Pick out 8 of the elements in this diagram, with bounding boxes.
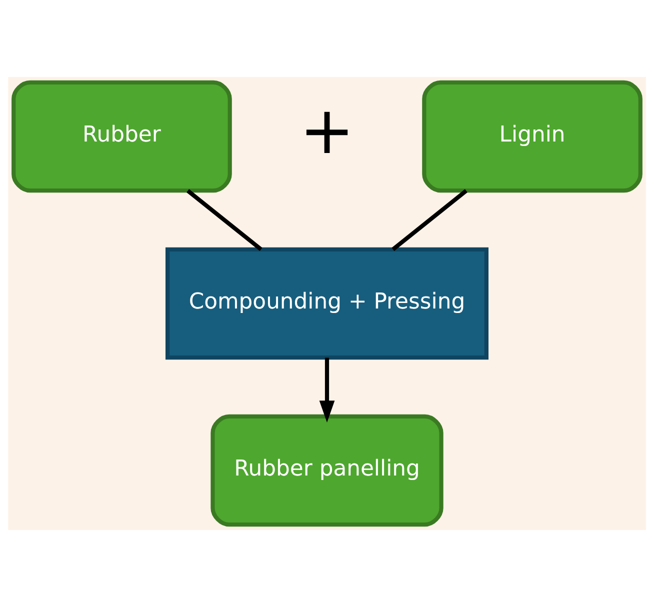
label: + (299, 92, 355, 168)
node-box: Compounding + Pressing (166, 246, 488, 360)
connector (392, 188, 468, 250)
node-box: Rubber panelling (210, 414, 444, 526)
node-box: Lignin (422, 80, 642, 192)
connector (186, 188, 262, 250)
node-box: Rubber (12, 80, 232, 192)
arrow (319, 357, 335, 422)
